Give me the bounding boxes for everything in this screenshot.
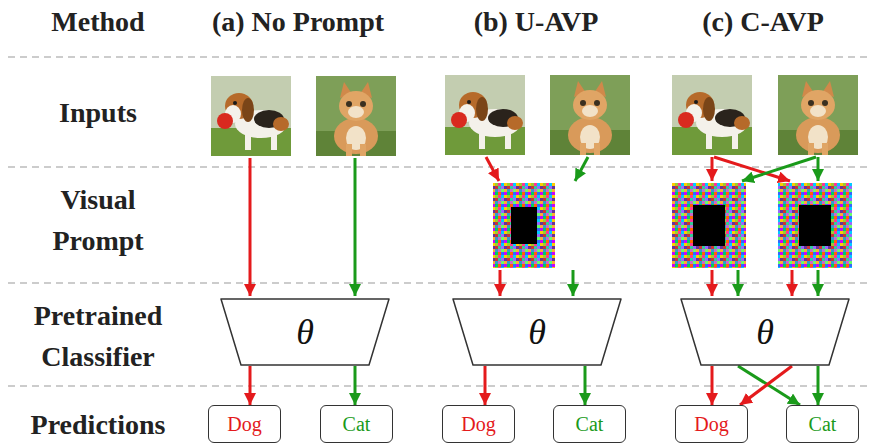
class-label: Cat	[343, 413, 371, 436]
class-label: Cat	[576, 413, 604, 436]
arrow	[499, 270, 502, 296]
arrow	[249, 158, 252, 296]
prediction-arrow	[249, 366, 252, 405]
row-label: Method	[3, 2, 193, 43]
prediction-arrow	[738, 366, 800, 405]
classifier-outline	[681, 299, 849, 365]
dashed-line	[8, 166, 867, 167]
parameter-symbol: θ	[296, 311, 314, 353]
prediction-box: Dog	[675, 405, 748, 443]
arrow	[742, 157, 816, 181]
arrow	[817, 157, 820, 181]
prediction-arrow	[584, 366, 587, 405]
dashed-line	[8, 385, 867, 386]
input-arrows	[250, 157, 818, 296]
arrow	[791, 270, 794, 296]
prediction-arrow	[817, 366, 820, 405]
class-label: Dog	[694, 413, 728, 436]
arrow	[817, 270, 820, 296]
cat-image	[778, 75, 858, 155]
arrow	[711, 270, 714, 296]
parameter-symbol: θ	[756, 311, 774, 353]
visual-prompt	[672, 183, 746, 268]
arrow	[354, 158, 357, 296]
class-label: Dog	[227, 413, 261, 436]
parameter-symbol: θ	[528, 311, 546, 353]
prediction-box: Cat	[320, 405, 393, 443]
arrow	[572, 270, 575, 296]
cat-image	[550, 75, 630, 155]
dog-image	[672, 75, 752, 155]
prediction-box: Cat	[553, 405, 626, 443]
dog-image	[211, 76, 291, 156]
visual-prompt	[778, 183, 852, 268]
dashed-line	[8, 56, 867, 57]
prediction-arrow	[484, 366, 487, 405]
prediction-arrow	[354, 366, 357, 405]
prediction-arrow	[740, 366, 792, 405]
classifier-box: θ	[680, 298, 850, 366]
dog-image	[445, 75, 525, 155]
prediction-box: Dog	[442, 405, 515, 443]
prediction-arrow	[711, 366, 714, 405]
row-label: Visual Prompt	[28, 180, 168, 261]
arrow	[737, 270, 740, 296]
class-label: Cat	[809, 413, 837, 436]
classifier-box: θ	[452, 298, 622, 366]
prediction-box: Cat	[786, 405, 859, 443]
column-header: (a) No Prompt	[173, 2, 423, 43]
classifier-outline	[221, 299, 389, 365]
row-label: Inputs	[3, 93, 193, 134]
arrow	[711, 157, 714, 181]
class-label: Dog	[461, 413, 495, 436]
cat-image	[316, 76, 396, 156]
row-label: Pretrained Classifier	[13, 296, 183, 377]
arrow	[486, 157, 499, 181]
arrow	[575, 157, 588, 181]
classifier-box: θ	[220, 298, 390, 366]
classifier-outline	[453, 299, 621, 365]
column-header: (b) U-AVP	[436, 2, 636, 43]
visual-prompt	[493, 183, 555, 268]
column-header: (c) C-AVP	[663, 2, 863, 43]
prediction-box: Dog	[208, 405, 281, 443]
row-label: Predictions	[3, 405, 193, 446]
